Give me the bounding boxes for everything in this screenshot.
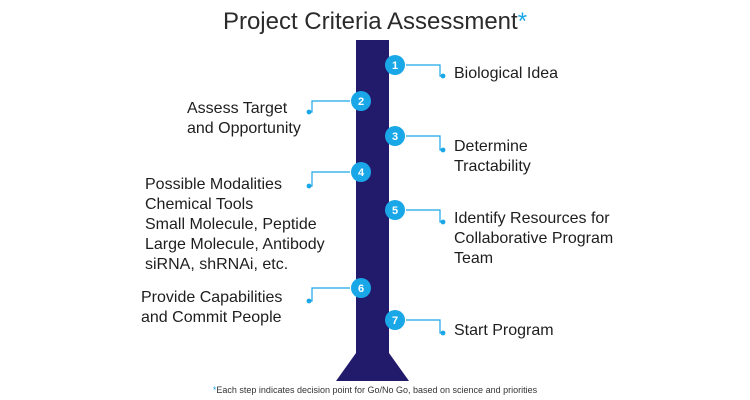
step-6-badge: 6 xyxy=(351,278,371,298)
step-1-badge: 1 xyxy=(385,55,405,75)
step-7-badge-circle xyxy=(385,310,405,330)
step-6-badge-circle xyxy=(351,278,371,298)
title-text: Project Criteria Assessment xyxy=(222,8,518,35)
step-1-badge-circle xyxy=(385,55,405,75)
step-2-badge: 2 xyxy=(351,91,371,111)
step-6-line: and Commit People xyxy=(141,309,282,326)
step-3-line: Determine xyxy=(454,138,528,155)
step-3-connector xyxy=(406,135,443,151)
step-7-dot xyxy=(440,330,446,336)
step-5-connector xyxy=(406,209,443,223)
step-7-connector xyxy=(406,319,443,334)
step-4-dot xyxy=(306,183,312,189)
step-2-dot xyxy=(306,109,312,115)
step-5-number: 5 xyxy=(392,205,398,217)
step-3-badge: 3 xyxy=(385,126,405,146)
step-4-badge-circle xyxy=(351,162,371,182)
diagram-title: Project Criteria Assessment* xyxy=(0,8,750,36)
title-asterisk: * xyxy=(517,8,528,35)
step-7-badge: 7 xyxy=(385,310,405,330)
step-4-line: Possible Modalities xyxy=(145,176,282,193)
step-1-line: Biological Idea xyxy=(454,65,559,82)
step-5-dot xyxy=(440,219,446,225)
step-4-badge: 4 xyxy=(351,162,371,182)
step-3-line: Tractability xyxy=(454,158,531,175)
step-7-line: Start Program xyxy=(454,322,554,339)
step-1-label: Biological Idea xyxy=(454,64,558,84)
step-1-number: 1 xyxy=(392,60,398,72)
step-6-label: Provide Capabilities and Commit People xyxy=(141,288,282,328)
step-5-line: Team xyxy=(454,250,494,267)
step-2-line: and Opportunity xyxy=(187,120,301,137)
step-4-line: Large Molecule, Antibody xyxy=(145,236,325,253)
step-6-line: Provide Capabilities xyxy=(141,289,283,306)
step-4-line: Small Molecule, Peptide xyxy=(145,216,317,233)
step-3-dot xyxy=(440,147,446,153)
step-1-connector xyxy=(406,64,443,77)
step-7-label: Start Program xyxy=(454,321,554,341)
step-2-badge-circle xyxy=(351,91,371,111)
step-5-badge: 5 xyxy=(385,200,405,220)
step-4-line: Chemical Tools xyxy=(145,196,254,213)
step-5-line: Collaborative Program xyxy=(454,230,614,247)
step-2-label: Assess Target and Opportunity xyxy=(187,99,301,139)
footnote-asterisk: * xyxy=(212,385,217,395)
step-2-connector xyxy=(309,100,350,113)
step-6-dot xyxy=(306,298,312,304)
step-4-line: siRNA, shRNAi, etc. xyxy=(145,256,289,273)
connectors-layer xyxy=(306,64,446,336)
step-6-number: 6 xyxy=(358,283,364,295)
step-1-dot xyxy=(440,73,446,79)
footnote-text: Each step indicates decision point for G… xyxy=(216,385,538,395)
step-4-number: 4 xyxy=(358,167,365,179)
pillar-shape xyxy=(336,40,409,381)
step-5-line: Identify Resources for xyxy=(454,210,610,227)
step-3-badge-circle xyxy=(385,126,405,146)
step-badges-layer: 1 2 3 4 5 6 7 xyxy=(351,55,405,330)
step-2-line: Assess Target xyxy=(187,100,288,117)
step-5-badge-circle xyxy=(385,200,405,220)
step-2-number: 2 xyxy=(358,96,364,108)
footnote: *Each step indicates decision point for … xyxy=(0,385,750,395)
step-3-number: 3 xyxy=(392,131,398,143)
step-7-number: 7 xyxy=(392,315,398,327)
step-6-connector xyxy=(309,287,350,302)
